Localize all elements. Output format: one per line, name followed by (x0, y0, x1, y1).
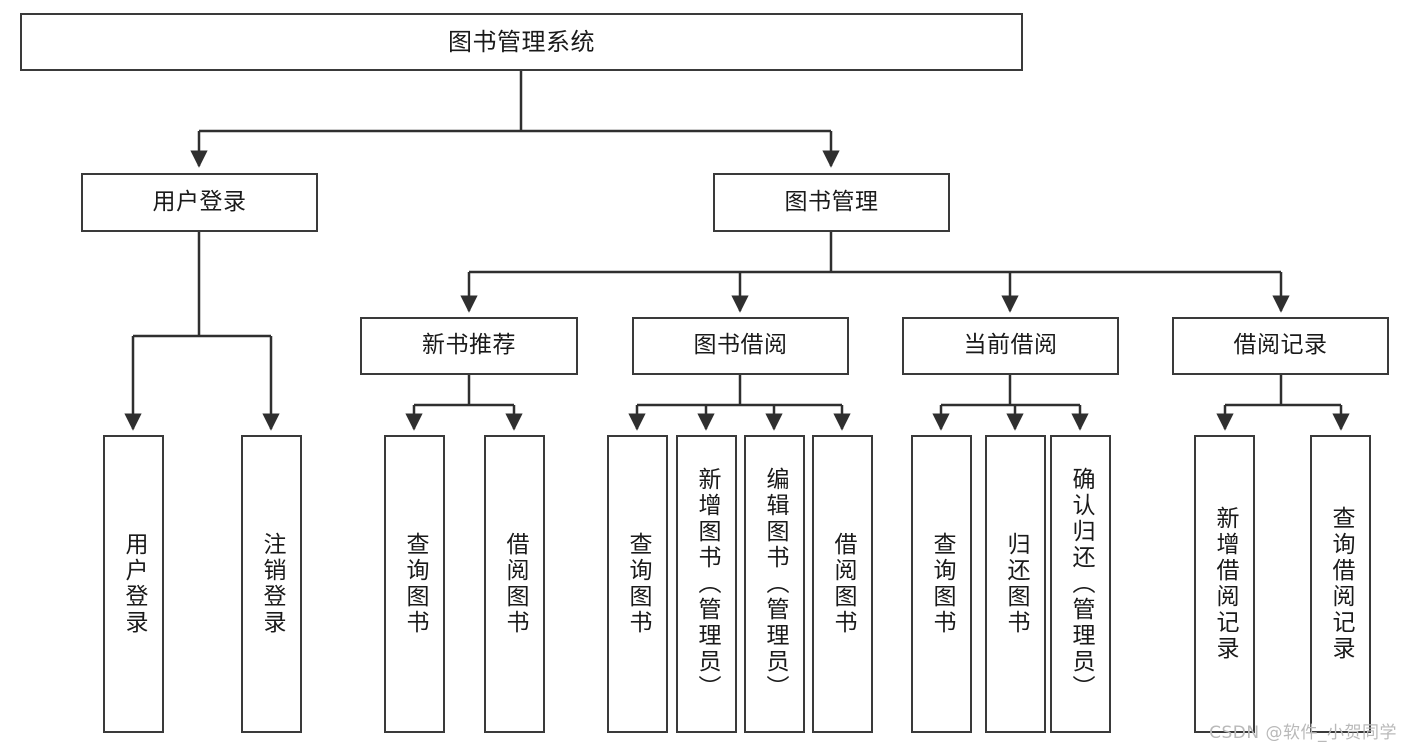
node-root[interactable]: 图书管理系统 (20, 13, 1023, 71)
leaf-label: 归还图书 (1003, 532, 1029, 636)
leaf-new-book-0[interactable]: 查询图书 (384, 435, 445, 733)
leaf-book-borrow-3[interactable]: 借阅图书 (812, 435, 873, 733)
leaf-label: 新增图书（管理员） (694, 467, 720, 701)
leaf-label: 注销登录 (259, 532, 285, 636)
leaf-label: 确认归还（管理员） (1068, 467, 1094, 701)
leaf-label: 查询图书 (625, 532, 651, 636)
leaf-label: 查询图书 (402, 532, 428, 636)
node-borrow-record[interactable]: 借阅记录 (1172, 317, 1389, 375)
leaf-borrow-record-1[interactable]: 查询借阅记录 (1310, 435, 1371, 733)
leaf-current-borrow-0[interactable]: 查询图书 (911, 435, 972, 733)
leaf-book-borrow-2[interactable]: 编辑图书（管理员） (744, 435, 805, 733)
leaf-label: 编辑图书（管理员） (762, 467, 788, 701)
leaf-label: 查询借阅记录 (1328, 506, 1354, 662)
leaf-book-borrow-1[interactable]: 新增图书（管理员） (676, 435, 737, 733)
leaf-new-book-1[interactable]: 借阅图书 (484, 435, 545, 733)
node-new-book-recommend[interactable]: 新书推荐 (360, 317, 578, 375)
csdn-watermark: CSDN @软件_小贺同学 (1209, 723, 1397, 743)
leaf-current-borrow-1[interactable]: 归还图书 (985, 435, 1046, 733)
leaf-label: 新增借阅记录 (1212, 506, 1238, 662)
node-user-login[interactable]: 用户登录 (81, 173, 318, 232)
leaf-label: 查询图书 (929, 532, 955, 636)
leaf-user-login-0[interactable]: 用户登录 (103, 435, 164, 733)
leaf-label: 用户登录 (121, 532, 147, 636)
leaf-current-borrow-2[interactable]: 确认归还（管理员） (1050, 435, 1111, 733)
leaf-book-borrow-0[interactable]: 查询图书 (607, 435, 668, 733)
node-current-borrow[interactable]: 当前借阅 (902, 317, 1119, 375)
node-book-borrow[interactable]: 图书借阅 (632, 317, 849, 375)
node-book-manage[interactable]: 图书管理 (713, 173, 950, 232)
leaf-user-login-1[interactable]: 注销登录 (241, 435, 302, 733)
leaf-label: 借阅图书 (502, 532, 528, 636)
leaf-label: 借阅图书 (830, 532, 856, 636)
leaf-borrow-record-0[interactable]: 新增借阅记录 (1194, 435, 1255, 733)
